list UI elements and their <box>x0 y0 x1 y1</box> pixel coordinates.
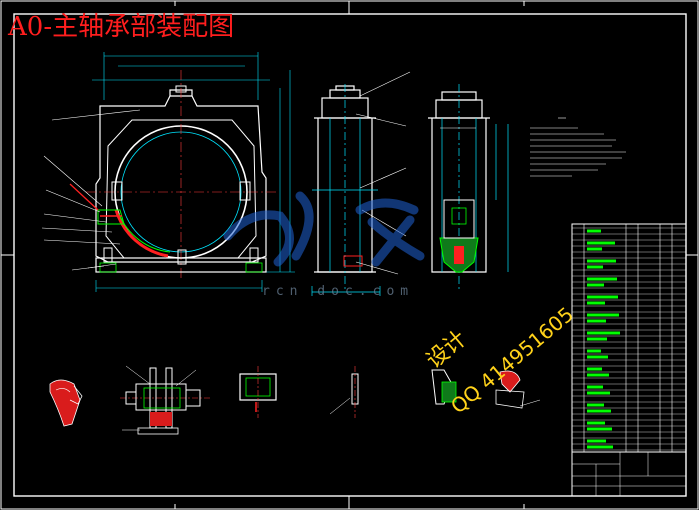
parts-list-entry-mark <box>587 301 605 305</box>
watermark-url: rcn doc.com <box>262 284 415 299</box>
parts-list-entry-mark <box>587 313 619 317</box>
parts-list-entry-mark <box>587 445 613 449</box>
parts-list <box>571 223 687 497</box>
parts-list-entry-mark <box>587 385 603 389</box>
parts-list-entry-mark <box>587 421 605 425</box>
detail-view-block <box>239 366 277 418</box>
parts-list-entry-mark <box>587 373 609 377</box>
parts-list-entry-mark <box>587 355 608 359</box>
detail-view-seal-assembly <box>431 369 541 409</box>
parts-list-entry-mark <box>587 349 601 353</box>
side-view-section <box>311 71 411 296</box>
parts-list-entry-mark <box>587 391 610 395</box>
parts-list-entry-mark <box>587 259 616 263</box>
detail-view-shaft <box>120 365 210 435</box>
parts-list-entry-mark <box>587 427 612 431</box>
parts-list-entry-mark <box>587 403 604 407</box>
parts-list-entry-mark <box>587 295 618 299</box>
parts-list-entry-mark <box>587 337 607 341</box>
parts-list-entry-mark <box>587 409 611 413</box>
parts-list-entry-mark <box>587 331 620 335</box>
parts-list-entry-mark <box>587 247 602 251</box>
parts-list-entry-mark <box>587 367 602 371</box>
drawing-title: A0-主轴承部装配图 <box>8 12 235 42</box>
parts-list-entry-mark <box>587 319 606 323</box>
parts-list-entry-mark <box>587 229 601 233</box>
parts-list-entry-mark <box>587 439 606 443</box>
front-view <box>41 52 295 292</box>
parts-list-entry-mark <box>587 241 615 245</box>
detail-view-seal <box>49 379 83 427</box>
watermark-logo <box>223 191 425 267</box>
parts-list-entry-mark <box>587 277 617 281</box>
parts-list-entry-mark <box>587 283 604 287</box>
side-view-right <box>428 84 509 290</box>
parts-list-entry-mark <box>587 265 603 269</box>
detail-view-bolt <box>329 366 359 418</box>
technical-notes <box>530 117 626 177</box>
